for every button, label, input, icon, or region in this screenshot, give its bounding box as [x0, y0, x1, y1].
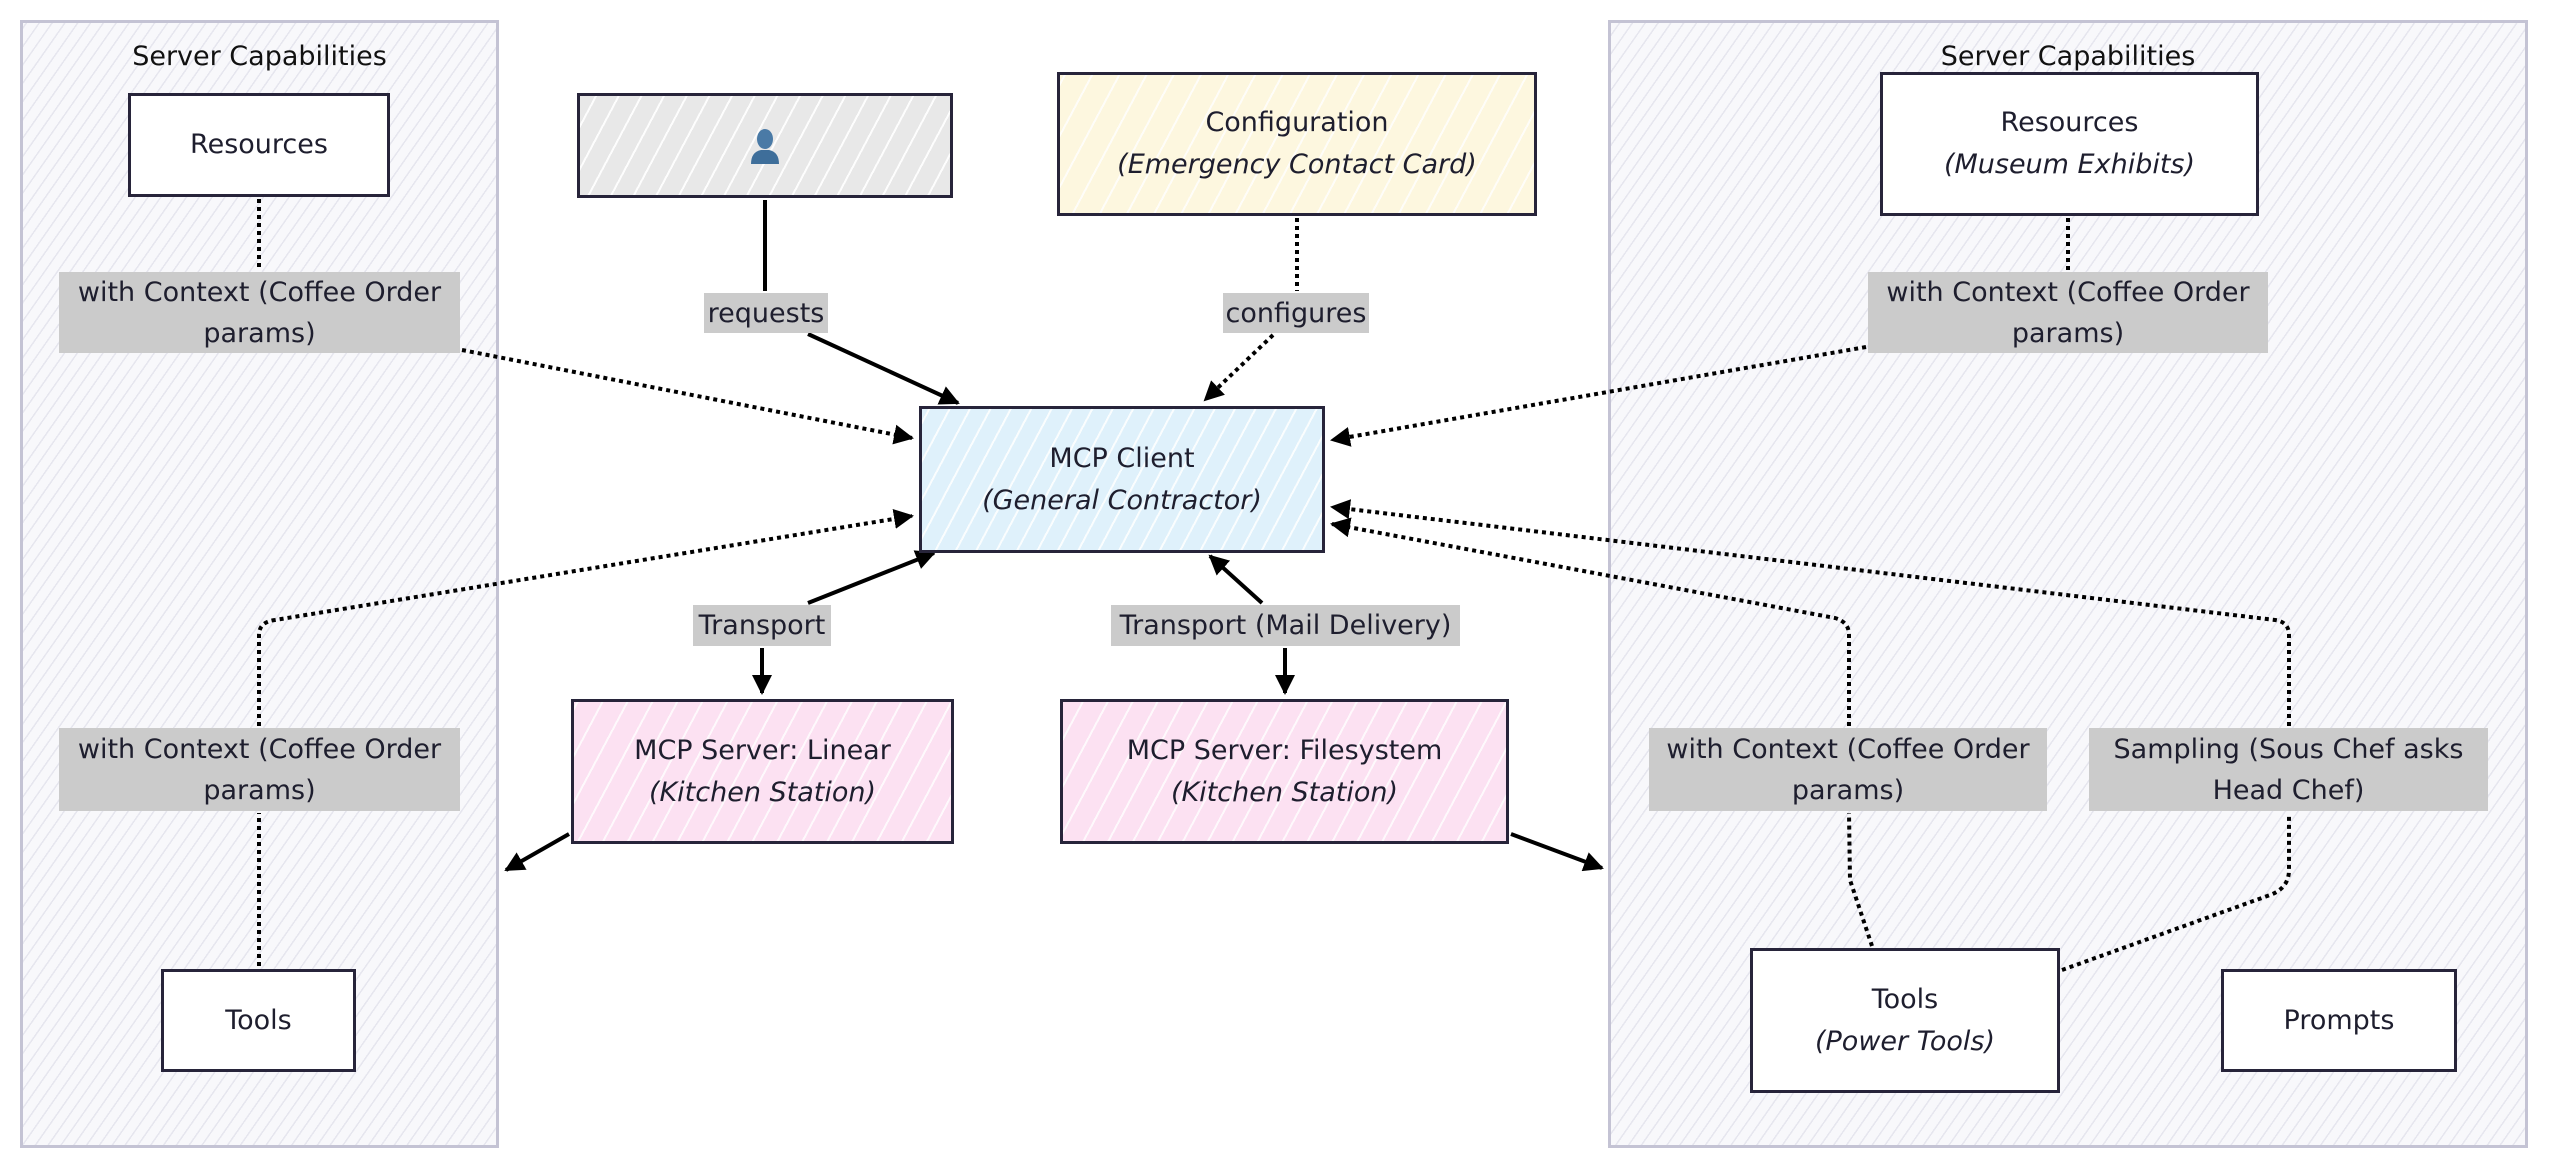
- mcp-server-filesystem-title: MCP Server: Filesystem: [1126, 734, 1443, 766]
- sampling-label: Sampling (Sous Chef asks Head Chef): [2089, 728, 2488, 811]
- mcp-client-node[interactable]: MCP Client (General Contractor): [919, 406, 1325, 553]
- left-resources-title: Resources: [190, 129, 328, 160]
- user-icon: [751, 128, 779, 164]
- configuration-title: Configuration: [1205, 107, 1389, 138]
- transport-filesystem-label: Transport (Mail Delivery): [1111, 605, 1460, 646]
- left-tools-context-label: with Context (Coffee Order params): [59, 728, 460, 811]
- mcp-server-linear-subtitle: (Kitchen Station): [648, 776, 877, 808]
- configuration-subtitle: (Emergency Contact Card): [1117, 149, 1477, 180]
- edge-linear-to-left-group: [504, 832, 570, 872]
- right-resources-title: Resources: [2000, 107, 2139, 138]
- left-group-title: Server Capabilities: [132, 41, 387, 72]
- edge-right-tools-to-label: [1847, 812, 1874, 947]
- left-tools-title: Tools: [225, 1004, 292, 1036]
- edge-right-tools-to-client: [1330, 517, 1851, 726]
- right-resources-subtitle: (Museum Exhibits): [1943, 149, 2196, 180]
- edge-right-tools-to-sampling: [2061, 813, 2291, 972]
- right-prompts-node[interactable]: Prompts: [2221, 969, 2457, 1072]
- transport-linear-label: Transport: [693, 605, 831, 646]
- edge-requests-to-client: [807, 332, 960, 405]
- right-tools-subtitle: (Power Tools): [1814, 1025, 1995, 1057]
- mcp-client-subtitle: (General Contractor): [982, 484, 1262, 516]
- mcp-server-linear-node[interactable]: MCP Server: Linear (Kitchen Station): [571, 699, 954, 844]
- edge-filesystem-to-right-group: [1510, 832, 1604, 872]
- requests-label: requests: [704, 293, 828, 333]
- edge-right-resources-to-client: [1330, 345, 1867, 447]
- configures-label: configures: [1223, 293, 1369, 333]
- right-prompts-title: Prompts: [2283, 1004, 2395, 1036]
- right-tools-title: Tools: [1871, 983, 1939, 1015]
- left-resources-node[interactable]: Resources: [128, 93, 390, 197]
- right-tools-context-label: with Context (Coffee Order params): [1649, 728, 2047, 811]
- user-node[interactable]: [577, 93, 953, 198]
- edge-transport-linear-to-client: [807, 550, 936, 605]
- edge-left-tools-to-client: [257, 509, 914, 726]
- configuration-node[interactable]: Configuration (Emergency Contact Card): [1057, 72, 1537, 216]
- edge-configures-to-client: [1203, 333, 1275, 402]
- right-resources-node[interactable]: Resources (Museum Exhibits): [1880, 72, 2259, 216]
- mcp-server-filesystem-subtitle: (Kitchen Station): [1170, 776, 1399, 808]
- mcp-server-linear-title: MCP Server: Linear: [634, 734, 891, 766]
- mcp-client-title: MCP Client: [1049, 442, 1195, 474]
- right-group-title: Server Capabilities: [1940, 41, 2196, 72]
- left-tools-node[interactable]: Tools: [161, 969, 356, 1072]
- edge-sampling-to-client: [1330, 499, 2291, 726]
- right-tools-node[interactable]: Tools (Power Tools): [1750, 948, 2060, 1093]
- edge-left-resources-to-client: [461, 348, 914, 445]
- right-resources-context-label: with Context (Coffee Order params): [1868, 272, 2268, 353]
- edge-transport-fs-to-client: [1208, 554, 1264, 605]
- left-resources-context-label: with Context (Coffee Order params): [59, 272, 460, 353]
- mcp-server-filesystem-node[interactable]: MCP Server: Filesystem (Kitchen Station): [1060, 699, 1509, 844]
